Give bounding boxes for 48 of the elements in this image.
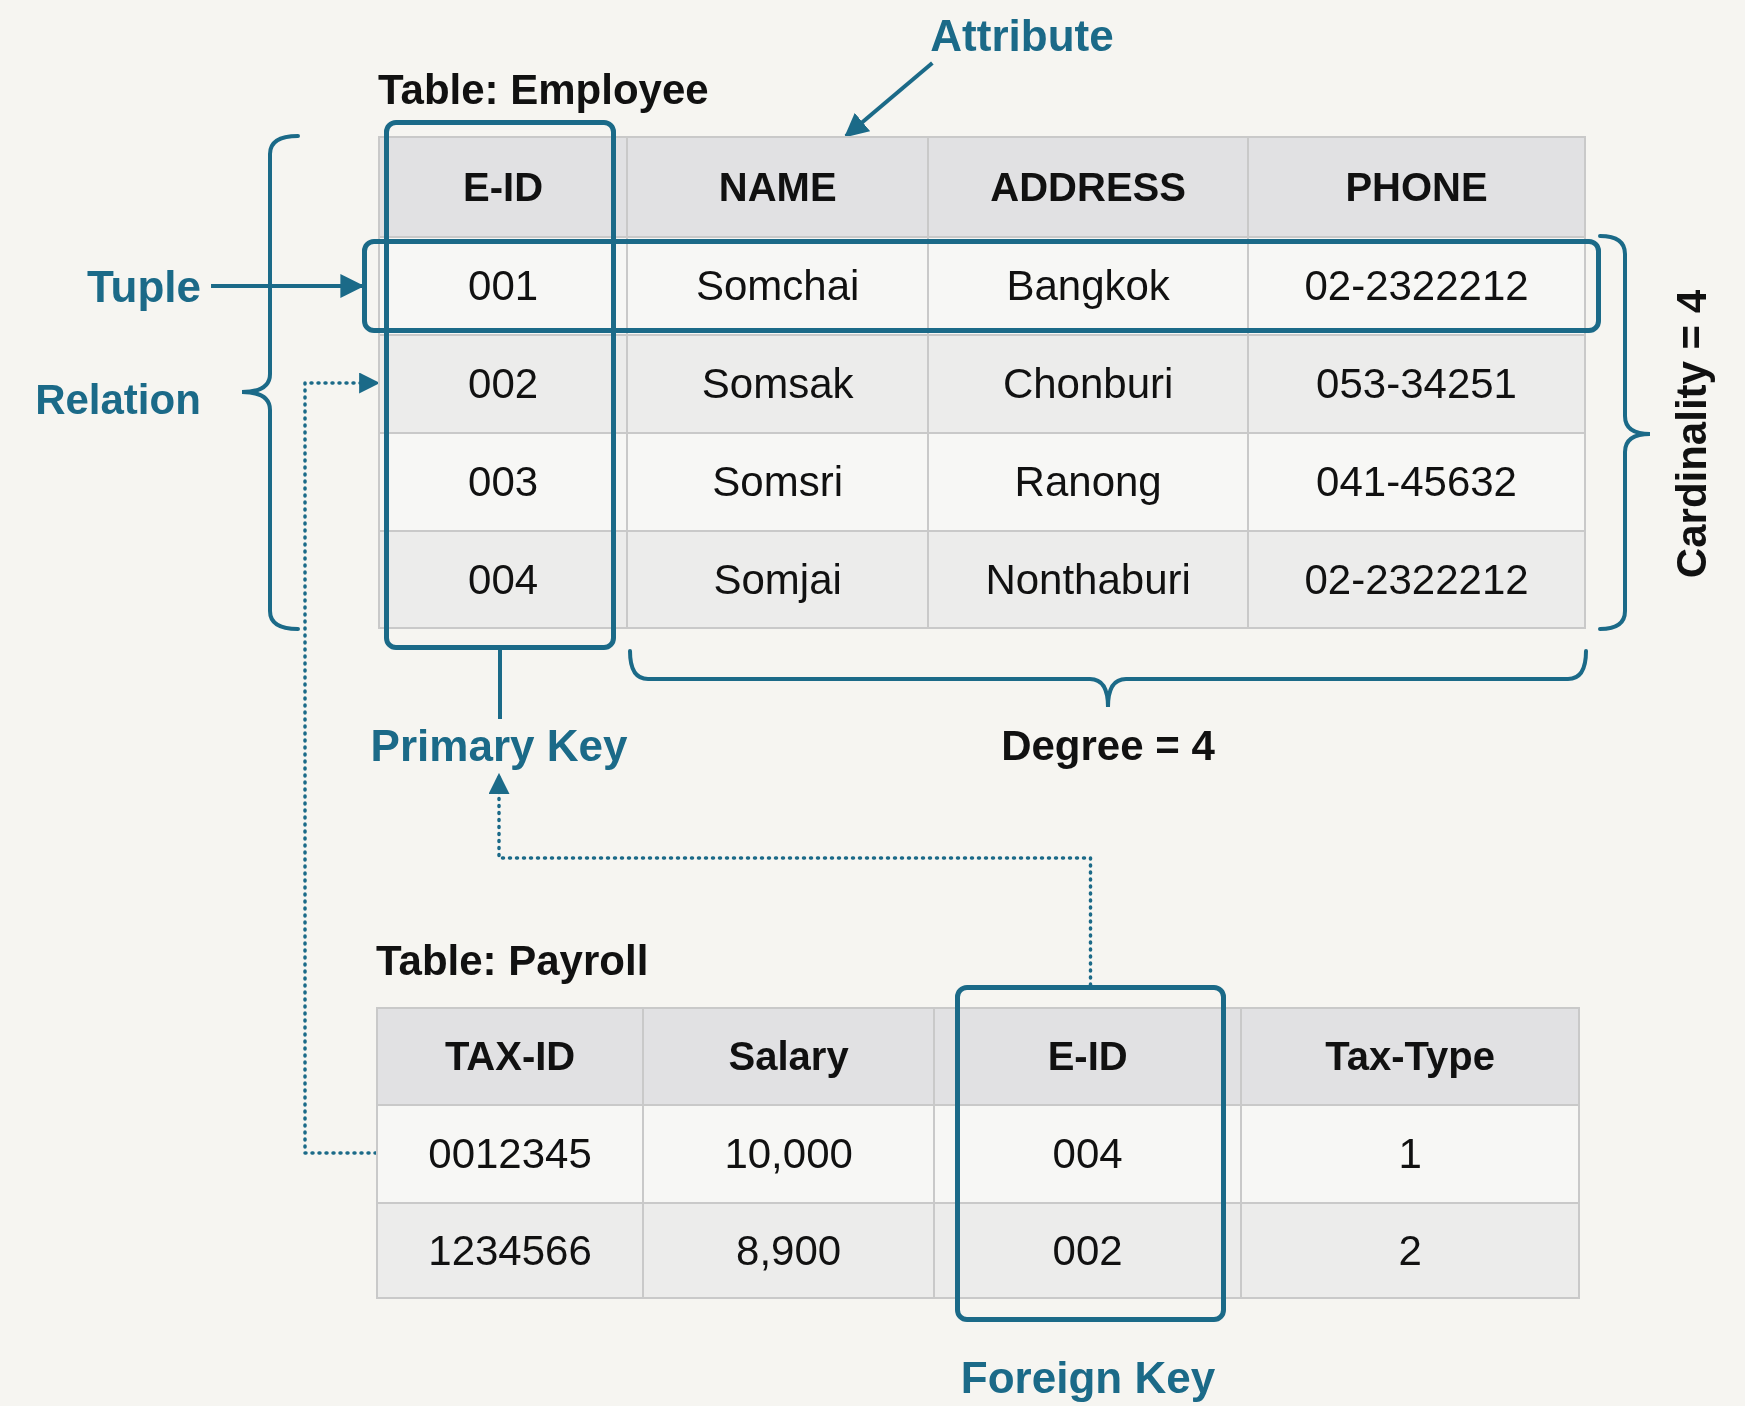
table-cell: Somsri — [628, 434, 930, 530]
table-cell: 002 — [380, 336, 629, 432]
callout-label: Foreign Key — [960, 1353, 1216, 1403]
table-cell: 1234566 — [378, 1204, 645, 1297]
table-cell: Somchai — [628, 238, 930, 334]
table-cell: 004 — [380, 532, 629, 627]
table-cell-text: 02-2322212 — [1303, 554, 1530, 605]
cardinality-label: Cardinality = 4 — [1668, 289, 1716, 579]
table-cell: Nonthaburi — [929, 532, 1250, 627]
table-cell: 8,900 — [644, 1204, 936, 1297]
callout-label: Attribute — [930, 11, 1114, 61]
table-cell: Somsak — [628, 336, 930, 432]
table-title: Table: Employee — [378, 66, 709, 114]
table-cell: Chonburi — [929, 336, 1250, 432]
table-cell-text: 041-45632 — [1315, 457, 1518, 507]
column-header: ADDRESS — [929, 138, 1250, 236]
column-header: PHONE — [1344, 163, 1489, 211]
connector-line — [498, 650, 502, 719]
table-cell-text: 02-2322212 — [1303, 261, 1530, 311]
table-cell: Somjai — [628, 532, 930, 627]
column-header: Tax-Type — [1324, 1033, 1496, 1080]
table-cell: 001 — [380, 238, 629, 334]
arrow — [211, 274, 365, 298]
column-header: NAME — [628, 138, 930, 236]
table-cell: 004 — [935, 1106, 1243, 1202]
table-cell: Bangkok — [929, 238, 1250, 334]
dotted-arrow — [303, 372, 381, 1155]
primary-key-highlight — [384, 120, 616, 650]
column-header: E-ID — [380, 138, 629, 236]
table-cell: 003 — [380, 434, 629, 530]
table-cell: 0012345 — [378, 1106, 645, 1202]
arrow — [844, 61, 934, 138]
table-cell-text: 2 — [1397, 1225, 1423, 1276]
relation-label: Relation — [35, 376, 201, 424]
table-title: Table: Payroll — [376, 937, 649, 985]
column-header: E-ID — [935, 1009, 1243, 1104]
callout-label: Primary Key — [370, 721, 628, 771]
degree-label: Degree = 4 — [1001, 722, 1215, 770]
column-header: Salary — [644, 1009, 936, 1104]
table-cell-text: 053-34251 — [1315, 359, 1518, 409]
table-cell: 10,000 — [644, 1106, 936, 1202]
dotted-arrow — [488, 772, 1093, 987]
table-cell: Ranong — [929, 434, 1250, 530]
table-cell: 002 — [935, 1204, 1243, 1297]
table-cell-text: 1 — [1397, 1129, 1423, 1179]
callout-label: Tuple — [86, 262, 202, 312]
foreign-key-highlight — [955, 985, 1226, 1322]
column-header: TAX-ID — [378, 1009, 645, 1104]
